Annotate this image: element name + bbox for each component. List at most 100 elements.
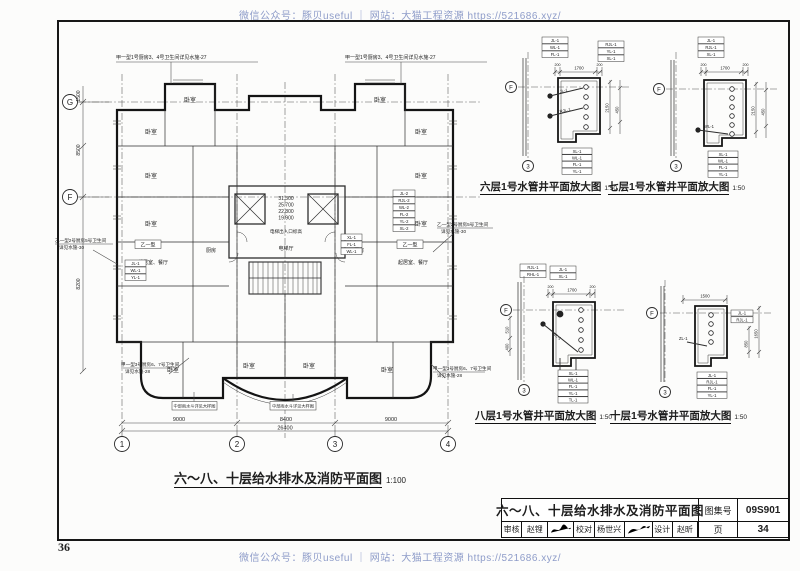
atlas-number-label: 图集号 [699,499,738,522]
dim-top: 1500 [700,294,710,299]
dim-side: 510 [505,326,510,334]
pipe-code: XL-1 [569,371,579,376]
annotation-bottom-left-2: 详见水施-28 [125,368,150,375]
annotation-left-1: 乙一型2号厨房5号卫生间 [55,237,106,244]
page-label: 页 [713,525,723,535]
detail-title-text: 八层1号水管井平面放大图 [475,410,597,424]
design-name: 赵昕 [673,521,698,537]
dim-side: 400 [505,343,510,351]
level-value: 31.500 [278,196,294,202]
pipe-code: YL-1 [573,169,583,174]
plan-annotations: 甲一型1号厨房3、4号卫生间详见水施-27 甲一型1号厨房3、4号卫生间详见水施… [55,54,493,411]
room-label-bedroom: 卧室 [145,220,157,228]
axis-bubble-F: F [650,312,654,318]
level-note: 电梯出入口标高 [270,228,303,235]
main-plan-title-text: 六～八、十层给水排水及消防平面图 [173,471,382,488]
pipe-code: YL-1 [719,172,729,177]
pipe-code: RJL-1 [605,42,617,47]
design-label: 设计 [653,521,673,537]
unit-type-tag: 乙一型 [402,242,417,249]
check-signature [625,521,653,537]
leader-label: WL-1 [704,124,715,129]
annotation-bay-right: 中部雨水斗详见大样图 [272,403,314,410]
dim-200: 200 [590,285,596,289]
pipe-code: JL-1 [707,38,716,43]
review-name: 赵锂 [522,521,549,537]
dim-side: 2150 [751,106,756,116]
annotation-bottom-right-1: 甲一型3号厨房6、7号卫生间 [433,365,492,372]
annotation-bay-left: 中部雨水斗详见大样图 [174,403,216,410]
riser-code: WL-1 [130,268,141,273]
riser-code-stacks: JL-1 WL-1 YL-1 JL-2 RJL-2 WL-2 FL-2 YL-2… [124,189,416,281]
dim-200: 200 [555,63,561,67]
pipe-code: FL-1 [551,52,560,57]
pipe-code: JL-1 [559,267,568,272]
detail-scale: 1:50 [599,414,612,421]
review-signature [548,521,575,537]
riser-code: JL-2 [400,191,409,196]
riser-code: YL-2 [400,219,410,224]
pipe-code: WL-1 [568,378,579,383]
room-label-bedroom: 卧室 [184,96,196,104]
atlas-number-value: 09S901 [738,499,788,522]
axis-bubble-F: F [504,309,508,315]
detail-title-text: 六层1号水管井平面放大图 [480,181,602,195]
riser-code: XL-1 [347,235,357,240]
pipe-code: JL-1 [738,311,747,316]
annotation-bottom-left-1: 甲一型3号厨房6、7号卫生间 [121,361,180,368]
detail-10f-pipe-shaft: 1500 F 3 JL-1 RJL-1 ZL-1 1650 850 JL-1 R… [646,280,773,399]
pipe-code: TL-1 [569,398,578,403]
grid-bubble-F: F [68,193,73,202]
level-value: 25.700 [278,203,294,209]
title-block-labels: 图集号 页 [699,499,739,537]
detail-6f-pipe-shaft: JL-1 WL-1 FL-1 RJL-1 YL-1 XL-1 200 1700 … [505,36,630,175]
leader-label: ZL-1 [679,336,688,341]
pipe-code: WL-1 [550,45,561,50]
room-label-bedroom: 卧室 [415,172,427,180]
detail-title-text: 七层1号水管井平面放大图 [608,181,730,195]
pipe-code: XL-1 [707,52,717,57]
annotation-bottom-right-2: 详见水施-28 [437,372,462,379]
title-block-drawing-title: 六～八、十层给水排水及消防平面图 [496,499,704,522]
axis-bubble-3: 3 [674,165,678,171]
pipe-code: RJL-1 [705,45,717,50]
axis-bubble-3: 3 [663,391,667,397]
room-label-bedroom: 卧室 [243,362,255,370]
main-floor-plan: 31.500 25.700 22.800 19.900 电梯出入口标高 电梯厅 … [55,54,493,452]
check-name: 杨世兴 [595,521,625,537]
check-label: 校对 [574,521,595,537]
room-label-bedroom: 卧室 [415,220,427,228]
elevator-core [228,185,346,295]
pipe-code: XL-1 [573,149,583,154]
review-label: 审核 [502,521,523,537]
room-label-bedroom: 卧室 [145,128,157,136]
detail-title-text: 十层1号水管井平面放大图 [610,410,732,424]
pipe-code: RJL-1 [706,380,718,385]
dim-200: 200 [548,285,554,289]
main-plan-scale: 1:100 [385,476,407,485]
pipe-code: FL-1 [719,165,728,170]
leader-label: JL-1 [559,87,569,94]
room-label-bedroom: 卧室 [145,172,157,180]
room-label-living: 起居室、餐厅 [138,259,168,266]
axis-bubble-3: 3 [526,165,530,171]
dim-top: 1700 [720,66,730,71]
dim-side: 450 [615,106,620,114]
level-value: 22.800 [278,209,294,215]
axis-bubble-F: F [657,88,661,94]
riser-code: YL-1 [131,275,141,280]
pipe-code: YL-1 [708,393,718,398]
room-label-elevator-hall: 电梯厅 [278,245,293,252]
annotation-top-right: 甲一型1号厨房3、4号卫生间详见水施-27 [345,54,436,61]
axis-bubble-F: F [509,86,513,92]
dim-side: 1650 [754,329,759,339]
room-label-kitchen: 厨房 [206,247,216,254]
room-label-bedroom: 卧室 [303,362,315,370]
pipe-code: FL-1 [573,162,582,167]
dim-side: 850 [744,340,749,348]
leader-label: WL-1 [551,331,562,342]
